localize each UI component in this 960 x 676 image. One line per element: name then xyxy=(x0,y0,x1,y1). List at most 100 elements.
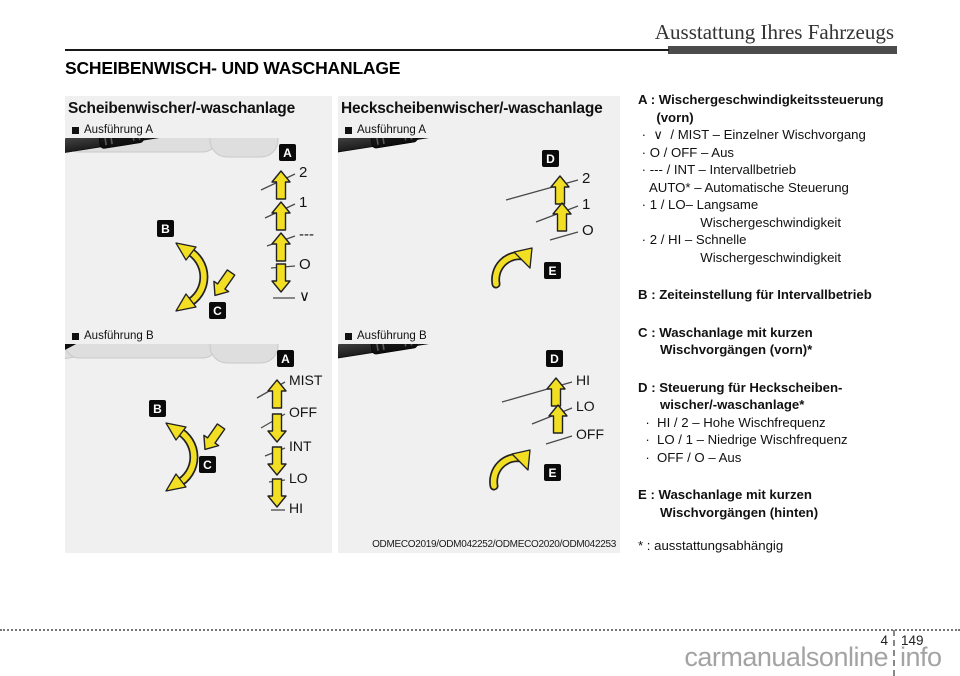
position-label: ∨ xyxy=(299,288,310,305)
legend: A : Wischergeschwindigkeitssteuerung (vo… xyxy=(638,91,960,555)
position-label: OFF xyxy=(289,404,317,420)
svg-text:E: E xyxy=(548,466,556,480)
wiper-stalk xyxy=(65,344,131,377)
panel-rear-wiper: Heckscheibenwischer/-waschanlage Ausführ… xyxy=(338,96,620,553)
position-label: MIST xyxy=(289,372,323,388)
variant-marker-icon xyxy=(345,332,352,340)
header-rule xyxy=(65,49,669,51)
legend-heading: E : Waschanlage mit kurzen xyxy=(638,487,812,502)
chapter-header: Ausstattung Ihres Fahrzeugs xyxy=(654,20,894,44)
page-title: SCHEIBENWISCH- UND WASCHANLAGE xyxy=(65,58,401,78)
position-label: LO xyxy=(576,398,595,414)
washer-twist-arrow-icon xyxy=(491,247,533,289)
callout-b: B xyxy=(157,220,174,237)
panel-front-wiper: Scheibenwischer/-waschanlage Ausführung … xyxy=(65,96,332,553)
callout-b: B xyxy=(149,400,166,417)
svg-text:B: B xyxy=(161,222,170,236)
svg-text:C: C xyxy=(203,458,212,472)
svg-text:D: D xyxy=(546,152,555,166)
legend-line: · 1 / LO– Langsame xyxy=(638,197,759,212)
up-arrow-icon xyxy=(548,404,568,434)
footer-dashed-divider xyxy=(893,630,895,676)
legend-block: B : Zeiteinstellung für Intervallbetrieb xyxy=(638,286,960,304)
svg-text:E: E xyxy=(548,264,556,278)
position-label: O xyxy=(582,222,594,239)
legend-heading: Wischvorgängen (hinten) xyxy=(638,504,819,520)
legend-heading: Wischvorgängen (vorn)* xyxy=(638,342,813,357)
legend-block: D : Steuerung für Heckscheiben- wischer/… xyxy=(638,379,960,467)
position-label: 1 xyxy=(582,196,590,213)
down-arrow-icon xyxy=(267,446,287,476)
up-arrow-icon xyxy=(550,175,570,205)
svg-text:D: D xyxy=(550,352,559,366)
position-label: INT xyxy=(289,438,312,454)
position-label: HI xyxy=(289,500,303,516)
callout-e: E xyxy=(544,262,561,279)
position-label: 2 xyxy=(582,170,590,187)
variant-row-rear-b: Ausführung B xyxy=(338,326,620,344)
position-label: LO xyxy=(289,470,308,486)
header-bar xyxy=(668,46,897,54)
variant-row-front-a: Ausführung A xyxy=(65,120,332,138)
variant-label: Ausführung B xyxy=(84,330,154,342)
legend-heading: C : Waschanlage mit kurzen xyxy=(638,324,813,340)
variant-row-front-b: Ausführung B xyxy=(65,326,332,344)
page-number: 149 xyxy=(901,633,924,648)
legend-line: · O / OFF – Aus xyxy=(638,144,735,160)
pull-arrow-icon xyxy=(213,269,236,297)
legend-line: Wischergeschwindigkeit xyxy=(638,214,842,230)
callout-d: D xyxy=(546,350,563,367)
position-label: 1 xyxy=(299,194,307,211)
down-arrow-icon xyxy=(267,478,287,508)
legend-line: · HI / 2 – Hohe Wischfrequenz xyxy=(638,414,826,430)
pull-arrow-icon xyxy=(203,423,226,451)
watermark-site-name: carmanualsonline xyxy=(684,642,888,672)
legend-line: · ∨ / MIST – Einzelner Wischvorgang xyxy=(638,127,866,142)
watermark-site-tld: info xyxy=(900,642,942,672)
variant-marker-icon xyxy=(345,126,352,134)
legend-line: · OFF / O – Aus xyxy=(638,449,742,465)
up-arrow-icon xyxy=(271,170,291,200)
position-label: 2 xyxy=(299,164,307,181)
up-arrow-icon xyxy=(546,377,566,407)
position-label: O xyxy=(299,256,311,273)
callout-c: C xyxy=(209,302,226,319)
legend-block: A : Wischergeschwindigkeitssteuerung (vo… xyxy=(638,91,960,266)
legend-heading: D : Steuerung für Heckscheiben- xyxy=(638,379,843,395)
figure-rear-wiper-a: 2 1O D E xyxy=(338,138,594,289)
callout-e: E xyxy=(544,464,561,481)
legend-heading: wischer/-waschanlage* xyxy=(638,397,805,412)
down-arrow-icon xyxy=(271,263,291,293)
wiper-stalk xyxy=(65,138,192,155)
legend-heading: B : Zeiteinstellung für Intervallbetrieb xyxy=(638,287,872,302)
variant-label: Ausführung A xyxy=(84,124,154,136)
variant-marker-icon xyxy=(72,332,79,340)
variant-label: Ausführung B xyxy=(357,330,427,342)
up-arrow-icon xyxy=(267,379,287,409)
figure-front-wiper-b: MIST OFF INT LO HI A B C xyxy=(65,344,323,516)
figure-front-wiper-a: 21---O∨ABC xyxy=(65,138,314,319)
legend-line: AUTO* – Automatische Steuerung xyxy=(638,179,849,195)
panel-title-rear: Heckscheibenwischer/-waschanlage xyxy=(341,100,603,117)
callout-c: C xyxy=(199,456,216,473)
svg-text:B: B xyxy=(153,402,162,416)
position-label: OFF xyxy=(576,426,604,442)
stalk-ghost-position xyxy=(65,344,279,364)
leader-line xyxy=(505,179,579,201)
svg-text:A: A xyxy=(281,352,290,366)
svg-text:A: A xyxy=(283,146,292,160)
callout-d: D xyxy=(542,150,559,167)
legend-block: E : Waschanlage mit kurzen Wischvorgänge… xyxy=(638,486,960,521)
up-arrow-icon xyxy=(271,201,291,231)
figure-caption: ODMECO2019/ODM042252/ODMECO2020/ODM04225… xyxy=(372,539,616,550)
legend-block: C : Waschanlage mit kurzen Wischvorgänge… xyxy=(638,324,960,359)
legend-footnote: * : ausstattungsabhängig xyxy=(638,538,784,553)
variant-row-rear-a: Ausführung A xyxy=(338,120,620,138)
chapter-number: 4 xyxy=(880,633,888,648)
legend-line: · --- / INT – Intervallbetrieb xyxy=(638,162,797,177)
leader-line xyxy=(549,231,579,241)
wiper-stalk xyxy=(338,138,482,154)
panel-title-front: Scheibenwischer/-waschanlage xyxy=(68,100,295,117)
position-label: HI xyxy=(576,372,590,388)
